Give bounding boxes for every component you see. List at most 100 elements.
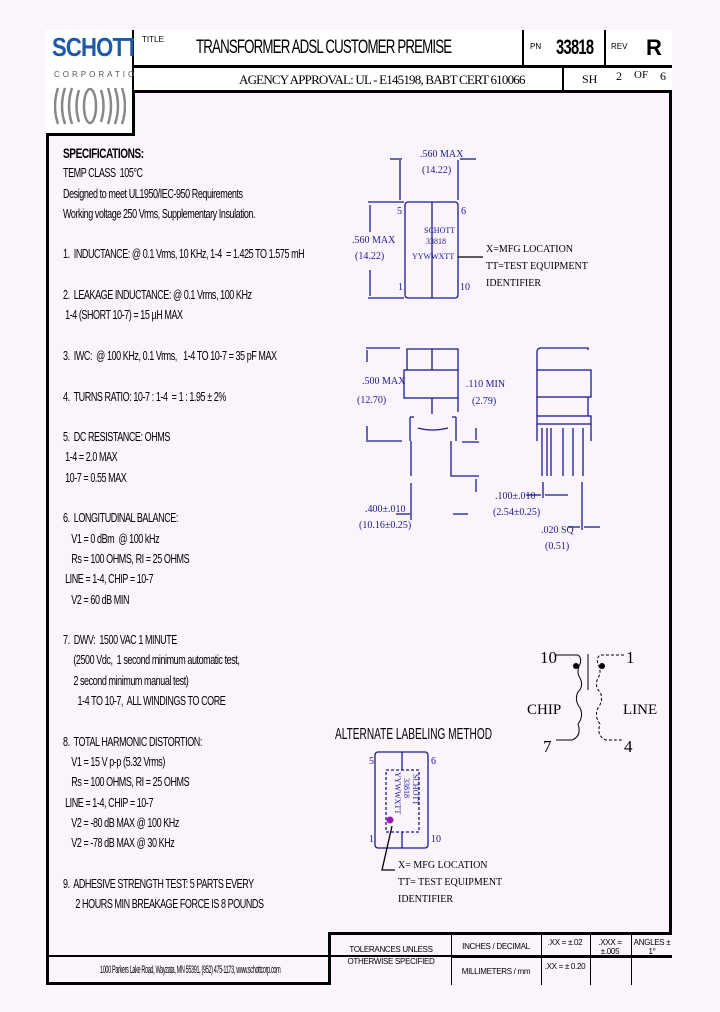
marking-line: YYWWXTT: [393, 772, 402, 814]
marking-line: 33818: [426, 237, 446, 246]
footer: 1000 Parkers Lake Road, Wayzata, MN 5539…: [46, 955, 672, 985]
sheet-number: 2: [616, 69, 622, 83]
note-line: TT=TEST EQUIPMENT: [486, 261, 588, 272]
pitch-dimension: .100±.010: [495, 491, 536, 502]
marking-line: 33818: [402, 778, 411, 798]
spec-line: V1 = 15 V p-p (5.32 Vrms): [63, 754, 165, 769]
pin-label: 5: [369, 756, 374, 767]
pin-label: 1: [398, 282, 403, 293]
pin-label: 6: [431, 756, 436, 767]
part-number: 33818: [556, 36, 594, 59]
spec-line: Rs = 100 OHMS, RI = 25 OHMS: [63, 551, 190, 566]
spec-line: TEMP CLASS 105°C: [63, 166, 143, 181]
spec-line: 3. IWC: @ 100 KHz, 0.1 Vrms, 1-4 TO 10-7…: [63, 348, 277, 363]
pin1-marker-icon: [386, 816, 394, 824]
schematic-pin-7: 7: [543, 737, 552, 756]
spec-line: Rs = 100 OHMS, RI = 25 OHMS: [63, 775, 190, 790]
marking-line: SCHOTT: [411, 774, 420, 805]
inches-label: INCHES / DECIMAL: [462, 942, 530, 951]
title-label: TITLE: [142, 35, 164, 44]
spec-line: (2500 Vdc, 1 second minimum automatic te…: [63, 653, 240, 668]
pin-size-dimension: .020 SQ: [541, 525, 575, 536]
document-title: TRANSFORMER ADSL CUSTOMER PREMISE: [196, 37, 452, 58]
logo-subtitle: CORPORATION: [54, 70, 146, 79]
spec-line: 5. DC RESISTANCE: OHMS: [63, 430, 170, 445]
revision: R: [646, 35, 662, 60]
tolerance-label: TOLERANCES UNLESS: [349, 945, 433, 954]
spec-line: 1-4 = 2.0 MAX: [63, 450, 118, 465]
of-label: OF: [634, 69, 649, 81]
title-block: TITLE TRANSFORMER ADSL CUSTOMER PREMISE …: [134, 30, 672, 68]
specifications-list: SPECIFICATIONS: TEMP CLASS 105°C Designed …: [63, 143, 305, 914]
note-line: TT= TEST EQUIPMENT: [398, 877, 502, 888]
schematic-pin-4: 4: [624, 737, 633, 756]
row-spacing-dimension: .400±.010: [365, 504, 406, 515]
logo-waves-icon: [54, 87, 126, 125]
marking-line: YYWWXTT: [412, 252, 454, 261]
tolerance-xx: .XX = ±.02: [547, 938, 583, 947]
spec-line: 8. TOTAL HARMONIC DISTORTION:: [63, 734, 202, 749]
spec-line: V2 = -80 dB MAX @ 100 KHz: [63, 815, 179, 830]
agency-approval: AGENCY APPROVAL: UL - E145198, BABT CERT…: [239, 72, 525, 87]
spec-line: 10-7 = 0.55 MAX: [63, 470, 127, 485]
spec-line: 2 HOURS MIN BREAKAGE FORCE IS 8 POUNDS: [63, 896, 264, 911]
width-dimension-mm: (14.22): [422, 165, 451, 176]
pin-size-dimension-mm: (0.51): [545, 541, 569, 552]
spec-line: V1 = 0 dBm @ 100 kHz: [63, 531, 160, 546]
note-line: X=MFG LOCATION: [486, 244, 573, 255]
pitch-dimension-mm: (2.54±0.25): [493, 507, 540, 518]
tolerance-table: TOLERANCES UNLESS OTHERWISE SPECIFIED IN…: [328, 932, 672, 985]
spec-line: LINE = 1-4, CHIP = 10-7: [63, 795, 154, 810]
height-dimension: .560 MAX: [352, 235, 396, 246]
spec-line: 2 second minimum manual test): [63, 673, 189, 688]
standoff-dimension: .110 MIN: [466, 379, 505, 390]
company-address: 1000 Parkers Lake Road, Wayzata, MN 5539…: [100, 964, 281, 976]
pin-label: 1: [369, 834, 374, 845]
schematic-chip-label: CHIP: [527, 702, 561, 718]
spec-line: Designed to meet UL1950/IEC-950 Requirem…: [63, 186, 243, 201]
spec-line: 7. DWV: 1500 VAC 1 MINUTE: [63, 633, 177, 648]
note-line: IDENTIFIER: [486, 278, 541, 289]
sheet-label: SH: [582, 72, 598, 86]
spec-line: V2 = -78 dB MAX @ 30 KHz: [63, 836, 175, 851]
spec-line: V2 = 60 dB MIN: [63, 592, 130, 607]
standoff-dimension-mm: (2.79): [472, 396, 496, 407]
specifications-heading: SPECIFICATIONS:: [63, 145, 144, 161]
spec-line: LINE = 1-4, CHIP = 10-7: [63, 572, 154, 587]
tolerance-xxx: .XXX = ±.005: [598, 938, 622, 956]
height-dimension-mm: (14.22): [355, 251, 384, 262]
millimeters-label: MILLIMETERS / mm: [461, 967, 531, 976]
note-line: X= MFG LOCATION: [398, 860, 488, 871]
pin-label: 10: [460, 282, 470, 293]
tolerance-xx-mm: .XX = ± 0.20: [544, 962, 586, 971]
logo-brand: SCHOTT: [52, 32, 139, 62]
spec-line: 9. ADHESIVE STRENGTH TEST: 5 PARTS EVERY: [63, 876, 254, 891]
width-dimension: .560 MAX: [420, 149, 464, 160]
spec-line: 1-4 TO 10-7, ALL WINDINGS TO CORE: [63, 694, 226, 709]
spec-line: Working voltage 250 Vrms, Supplementary …: [63, 206, 256, 221]
sheet-total: 6: [660, 69, 666, 83]
schematic-line-label: LINE: [623, 702, 657, 718]
schematic-pin-1: 1: [626, 648, 635, 667]
agency-row: AGENCY APPROVAL: UL - E145198, BABT CERT…: [134, 68, 672, 93]
spec-line: 2. LEAKAGE INDUCTANCE: @ 0.1 Vrms, 100 K…: [63, 288, 252, 303]
pin-label: 5: [397, 206, 402, 217]
side-height-dimension: .500 MAX: [362, 376, 406, 387]
schott-logo: SCHOTT CORPORATION: [46, 30, 143, 136]
row-spacing-dimension-mm: (10.16±0.25): [359, 520, 411, 531]
transformer-schematic: [556, 654, 624, 741]
marking-line: SCHOTT: [424, 226, 455, 235]
tolerance-label: OTHERWISE SPECIFIED: [347, 957, 435, 966]
spec-line: 4. TURNS RATIO: 10-7 : 1-4 = 1 : 1.95 ± …: [63, 389, 226, 404]
alternate-labeling-title: ALTERNATE LABELING METHOD: [335, 726, 492, 743]
spec-line: 1. INDUCTANCE: @ 0.1 Vrms, 10 KHz, 1-4 =…: [63, 247, 305, 262]
tolerance-angles: ANGLES ± 1°: [633, 938, 671, 956]
pin-label: 6: [461, 206, 466, 217]
pin-label: 10: [431, 834, 441, 845]
rev-label: REV: [611, 42, 628, 51]
spec-line: 1-4 (SHORT 10-7) = 15 µH MAX: [63, 308, 183, 323]
side-height-dimension-mm: (12.70): [357, 395, 386, 406]
spec-line: 6. LONGITUDINAL BALANCE:: [63, 511, 178, 526]
schematic-pin-10: 10: [540, 648, 557, 667]
